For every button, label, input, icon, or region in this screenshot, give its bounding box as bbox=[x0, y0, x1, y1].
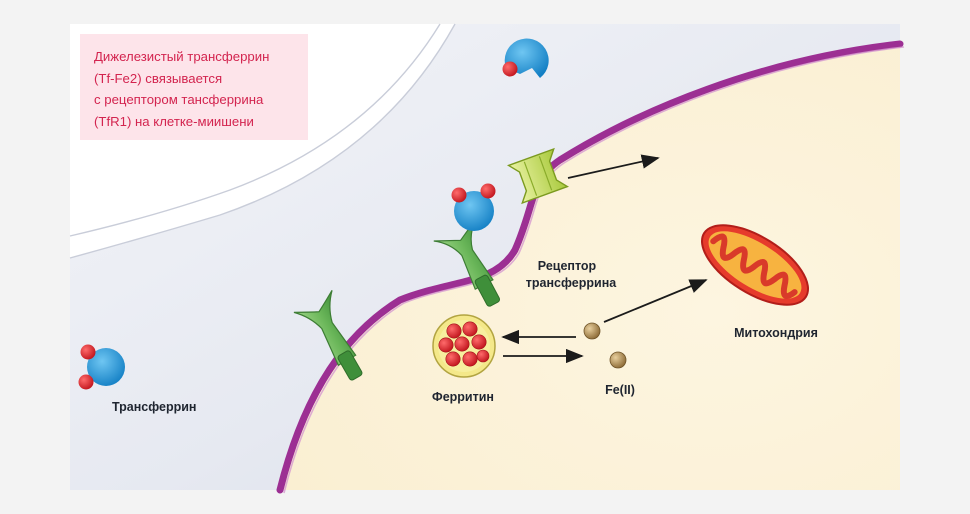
fe2-atom-icon bbox=[609, 351, 627, 369]
receptor-label-line1: Рецептор bbox=[537, 259, 597, 273]
free-transferrin-top bbox=[502, 38, 549, 79]
receptor-label-line2: трансферрина bbox=[525, 276, 617, 290]
callout-line: (Tf-Fe2) связывается bbox=[94, 70, 223, 86]
ferritin-label: Ферритин bbox=[432, 390, 494, 404]
iron-atom-icon bbox=[80, 344, 96, 360]
transferrin-receptor-bound bbox=[433, 183, 501, 307]
iron-atom-icon bbox=[451, 187, 467, 203]
transferrin-receptor-empty bbox=[293, 290, 363, 381]
mitochondria-label: Митохондрия bbox=[734, 326, 818, 340]
transferrin-label: Трансферрин bbox=[112, 400, 197, 414]
callout-line: с рецептором тансферрина bbox=[94, 92, 264, 107]
bound-transferrin bbox=[454, 191, 494, 231]
description-callout: Дижелезистый трансферрин (Tf-Fe2) связыв… bbox=[80, 34, 308, 140]
membrane-channel bbox=[506, 147, 570, 205]
ferritin-icon bbox=[432, 314, 496, 378]
mitochondrion-icon bbox=[700, 224, 810, 306]
target-cell-cytoplasm bbox=[280, 44, 900, 490]
iron-atom-icon bbox=[78, 374, 94, 390]
transferrin-molecule-left bbox=[78, 344, 125, 390]
fe2-label: Fe(II) bbox=[605, 383, 635, 397]
iron-atom-icon bbox=[480, 183, 496, 199]
callout-line: Дижелезистый трансферрин bbox=[94, 49, 270, 64]
iron-atom-icon bbox=[502, 61, 518, 77]
export-arrow bbox=[567, 154, 660, 179]
callout-line: (TfR1) на клетке-миишени bbox=[94, 113, 254, 129]
fe2-atom-icon bbox=[583, 322, 601, 340]
arrow-to-mitochondria bbox=[603, 279, 708, 323]
